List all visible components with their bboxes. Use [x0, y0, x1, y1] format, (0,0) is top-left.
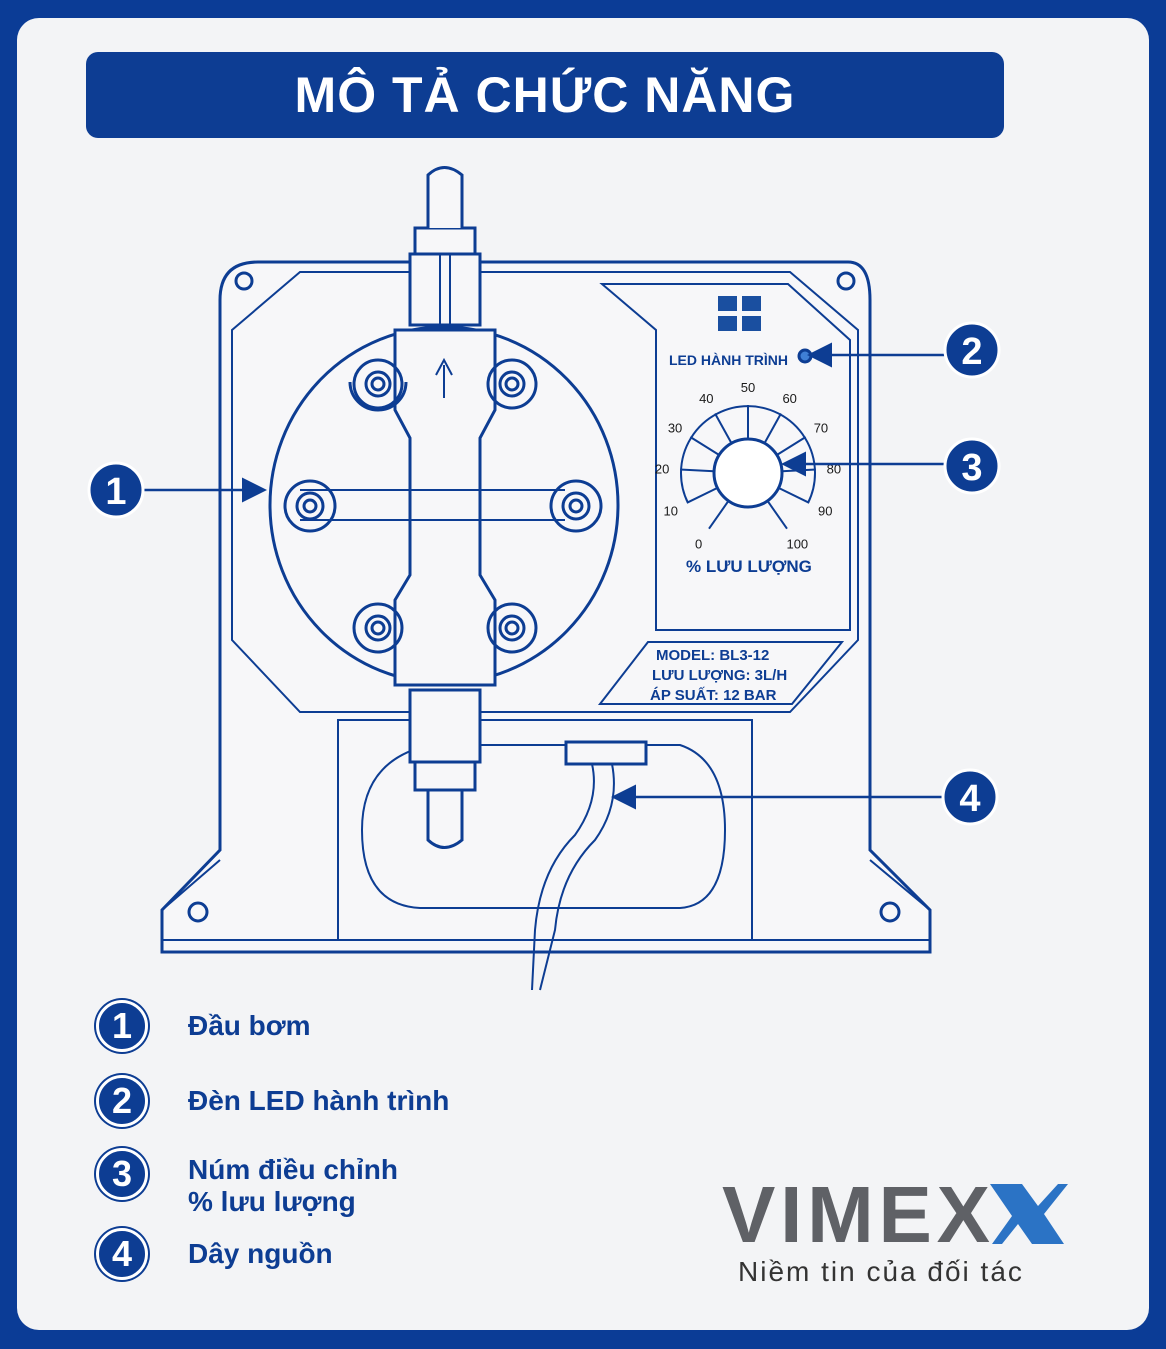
svg-text:3: 3 [961, 447, 982, 489]
bolt-icon [352, 602, 404, 654]
bolt-icon [549, 479, 603, 533]
page-title: MÔ TẢ CHỨC NĂNG [294, 67, 796, 123]
dial-tick-label: 50 [741, 380, 755, 395]
dial-tick [686, 487, 718, 504]
bolt-icon [486, 602, 538, 654]
mount-hole-icon [879, 901, 901, 923]
dial-tick-label: 30 [668, 420, 682, 435]
mount-hole-icon [836, 271, 856, 291]
callout-badge-3: 3 [943, 437, 1001, 495]
dial-tick-label: 70 [814, 420, 828, 435]
dial-tick-label: 100 [786, 536, 808, 551]
led-icon [797, 348, 813, 364]
legend-item-4: 4 Dây nguồn [96, 1228, 568, 1280]
dial-tick [714, 413, 733, 444]
led-label: LED HÀNH TRÌNH [669, 352, 788, 368]
dial-tick-label: 90 [818, 504, 832, 519]
callout-badge-1: 1 [87, 461, 145, 519]
dial-tick-label: 20 [655, 461, 669, 476]
bolt-icon [486, 358, 538, 410]
bolt-icon [283, 479, 337, 533]
dial-tick-label: 0 [695, 536, 702, 551]
dial-tick [708, 500, 730, 530]
pump-body [160, 166, 932, 991]
svg-text:4: 4 [959, 778, 980, 820]
bolt-icon [348, 358, 408, 412]
legend-label: Dây nguồn [188, 1238, 333, 1269]
legend-number: 1 [96, 1000, 148, 1052]
callout-lines [144, 342, 946, 810]
legend-label: Đầu bơm [188, 1010, 311, 1041]
brand-name: VIMEX [722, 1178, 992, 1250]
vimex-logo: VIMEX [722, 1178, 1068, 1250]
mount-hole-icon [187, 901, 209, 923]
legend-number: 4 [96, 1228, 148, 1280]
legend-label: Núm điều chỉnh % lưu lượng [188, 1154, 398, 1217]
callout-badge-2: 2 [943, 321, 1001, 379]
dial-caption: % LƯU LƯỢNG [686, 557, 812, 576]
dial-tick-label: 60 [782, 391, 796, 406]
legend-number: 2 [96, 1075, 148, 1127]
flow-arrow-icon [435, 357, 453, 398]
plate-pressure: ÁP SUẤT: 12 BAR [650, 687, 777, 704]
legend-item-1: 1 Đầu bơm [96, 1000, 568, 1052]
svg-text:2: 2 [961, 331, 982, 373]
plate-model: MODEL: BL3-12 [656, 647, 769, 664]
dial-tick [680, 468, 715, 473]
legend-label: Đèn LED hành trình [188, 1085, 450, 1116]
plate-flow: LƯU LƯỢNG: 3L/H [652, 667, 787, 684]
callout-badge-4: 4 [941, 768, 999, 826]
brand-tagline: Niềm tin của đối tác [738, 1256, 1024, 1287]
legend-number: 3 [96, 1148, 148, 1200]
flow-knob[interactable] [712, 437, 784, 509]
dial-tick [689, 436, 720, 456]
legend-item-3: 3 Núm điều chỉnh % lưu lượng [96, 1148, 568, 1218]
dial-tick-label: 10 [663, 504, 677, 519]
brand-logo-icon [718, 296, 761, 331]
dial-tick [778, 487, 810, 504]
brand-x-mark-icon [990, 1184, 1068, 1244]
svg-text:1: 1 [105, 471, 126, 513]
dial-tick [763, 413, 782, 444]
legend-item-2: 2 Đèn LED hành trình [96, 1075, 568, 1127]
mount-hole-icon [234, 271, 254, 291]
dial-tick-label: 40 [699, 391, 713, 406]
dial-tick [766, 500, 788, 530]
title-banner: MÔ TẢ CHỨC NĂNG [86, 52, 1004, 138]
